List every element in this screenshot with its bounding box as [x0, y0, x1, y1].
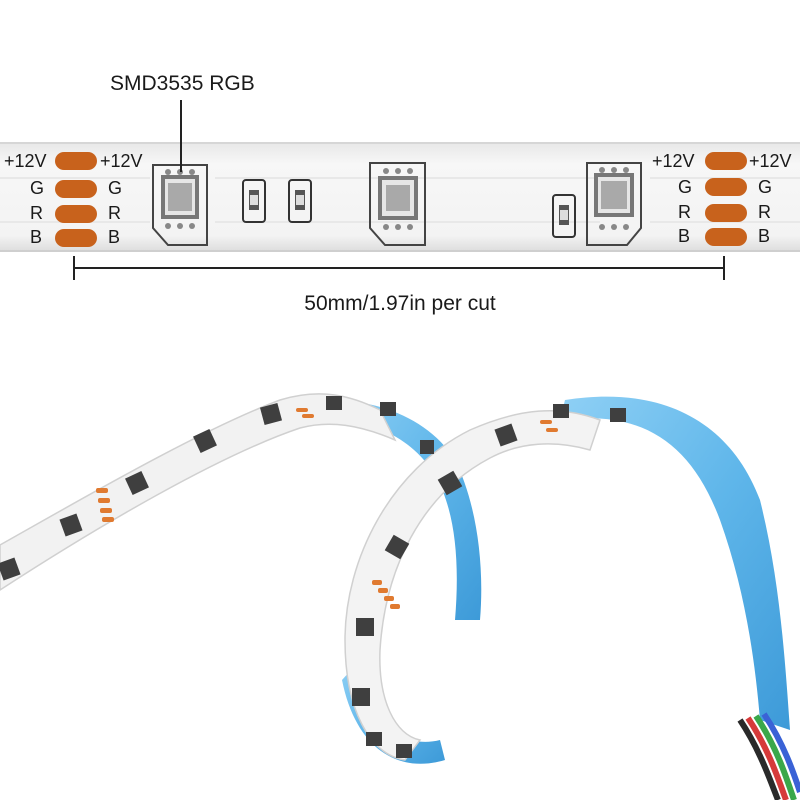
- resistor-2: [288, 179, 312, 223]
- lead-wires: [737, 712, 800, 802]
- right-outer-label-g: G: [758, 177, 773, 197]
- strip-segment-left: [0, 393, 397, 591]
- right-inner-label-b: B: [678, 226, 691, 246]
- smd-led-3: [586, 162, 642, 246]
- flat-strip: [0, 100, 800, 280]
- strip-segment-loop: [344, 409, 601, 761]
- right-outer-label-12v: +12V: [749, 151, 792, 171]
- cut-length-label: 50mm/1.97in per cut: [304, 292, 496, 315]
- smd-led-1: [152, 164, 208, 246]
- strip-pads: [96, 408, 558, 609]
- left-solder-pads: [55, 152, 97, 247]
- smd-led-2: [369, 162, 426, 246]
- resistor-1: [242, 179, 266, 223]
- left-inner-label-g: G: [108, 178, 123, 198]
- right-outer-label-r: R: [758, 202, 771, 222]
- right-solder-pads: [705, 152, 747, 246]
- left-outer-label-g: G: [30, 178, 45, 198]
- left-outer-label-12v: +12V: [4, 151, 47, 171]
- resistor-3: [552, 194, 576, 238]
- left-inner-label-12v: +12V: [100, 151, 143, 171]
- left-inner-label-b: B: [108, 227, 121, 247]
- left-inner-label-r: R: [108, 203, 121, 223]
- left-outer-label-b: B: [30, 227, 43, 247]
- curled-strip: [0, 393, 800, 802]
- backing-tape-right: [560, 396, 790, 730]
- right-inner-label-r: R: [678, 202, 691, 222]
- callout-label: SMD3535 RGB: [110, 72, 255, 95]
- cut-length-dimension: [73, 256, 725, 280]
- left-outer-label-r: R: [30, 203, 43, 223]
- right-inner-label-12v: +12V: [652, 151, 695, 171]
- right-inner-label-g: G: [678, 177, 693, 197]
- right-outer-label-b: B: [758, 226, 771, 246]
- strip-leds: [0, 396, 626, 758]
